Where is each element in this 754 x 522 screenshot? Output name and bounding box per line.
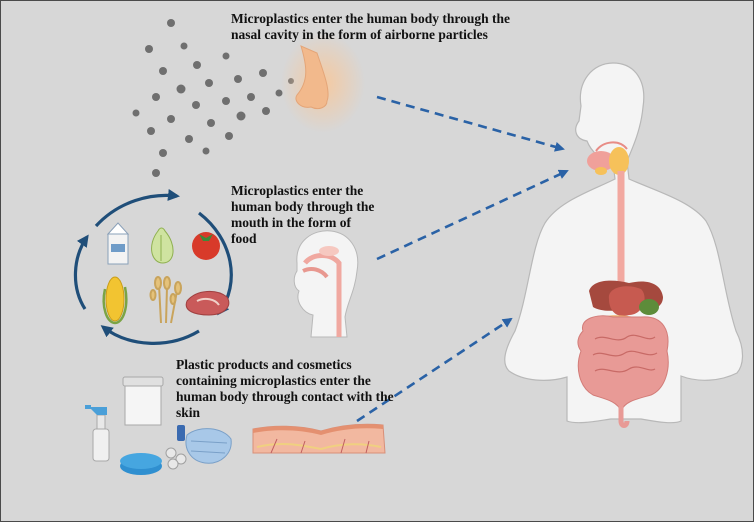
nose-icon [281, 33, 365, 133]
corn-icon [102, 276, 128, 325]
cream-jar-icon [122, 376, 164, 426]
caption-skin: Plastic products and cosmetics containin… [176, 357, 394, 420]
milk-carton-icon [106, 222, 130, 265]
meat-icon [185, 291, 230, 316]
tomato-icon [192, 232, 220, 260]
particle-cloud-icon [132, 19, 294, 177]
lettuce-icon [151, 227, 174, 264]
caption-airborne: Microplastics enter the human body throu… [231, 11, 511, 42]
face-mask-icon [165, 425, 232, 470]
caption-food: Microplastics enter the human body throu… [231, 183, 375, 246]
food-cycle-icon [73, 189, 233, 345]
human-torso-icon [504, 62, 744, 428]
dashed-arrows [356, 95, 569, 423]
jar-lid-icon [120, 453, 162, 475]
arrow-airborne [376, 95, 565, 152]
head-profile-icon [293, 230, 359, 338]
arrow-food [376, 169, 569, 261]
skin-section-icon [252, 423, 386, 454]
arrow-skin [356, 317, 513, 423]
wheat-icon [149, 276, 182, 324]
spray-bottle-icon [85, 405, 110, 462]
